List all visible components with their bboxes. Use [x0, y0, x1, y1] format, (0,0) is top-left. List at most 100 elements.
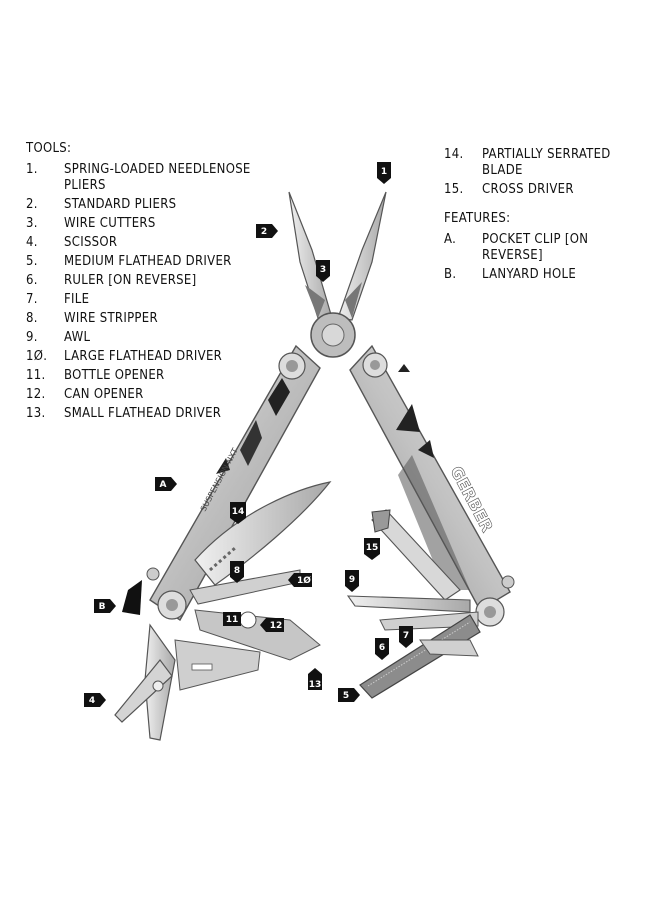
handle-cutout — [216, 458, 230, 474]
item-number: A. — [444, 232, 457, 247]
tools-list: TOOLS: 1. SPRING-LOADED NEEDLENOSE PLIERS… — [26, 141, 264, 425]
item-number: 2. — [26, 197, 38, 212]
list-item: 9. AWL — [26, 330, 264, 346]
svg-text:1: 1 — [381, 167, 387, 177]
item-number: 9. — [26, 330, 38, 345]
item-number: 1Ø. — [26, 349, 48, 364]
callout-tag-A: A — [155, 477, 177, 491]
item-label: SCISSOR — [64, 235, 118, 250]
svg-text:6: 6 — [379, 643, 385, 653]
callout-tag-12: 12 — [260, 618, 284, 632]
item-number: 14. — [444, 147, 464, 162]
list-item: 4. SCISSOR — [26, 235, 264, 251]
callout-tag-13: 13 — [308, 668, 322, 690]
list-item: 7. FILE — [26, 292, 264, 308]
callout-tag-8: 8 — [230, 561, 244, 583]
item-label: FILE — [64, 292, 90, 307]
item-number: 4. — [26, 235, 38, 250]
features-list: FEATURES: A. POCKET CLIP [ON REVERSE] B. L… — [444, 211, 632, 286]
item-label: RULER [ON REVERSE] — [64, 273, 197, 288]
item-label: SPRING-LOADED NEEDLENOSE PLIERS — [64, 162, 251, 193]
scissor — [114, 623, 176, 741]
item-number: 13. — [26, 406, 46, 421]
svg-text:4: 4 — [89, 696, 95, 706]
callout-tag-9: 9 — [345, 570, 359, 592]
tools-heading: TOOLS: — [26, 141, 72, 156]
item-number: 1. — [26, 162, 38, 177]
callout-tag-3: 3 — [316, 260, 330, 282]
item-label: WIRE CUTTERS — [64, 216, 156, 231]
list-item: A. POCKET CLIP [ON REVERSE] — [444, 232, 632, 264]
svg-text:3: 3 — [320, 265, 326, 275]
list-item: 1Ø. LARGE FLATHEAD DRIVER — [26, 349, 264, 365]
svg-text:14: 14 — [232, 507, 245, 517]
svg-text:2: 2 — [261, 227, 267, 237]
list-item: 14. PARTIALLY SERRATED BLADE — [444, 147, 632, 179]
item-label: CROSS DRIVER — [482, 182, 574, 197]
item-label: BOTTLE OPENER — [64, 368, 165, 383]
tools-list-continued: 14. PARTIALLY SERRATED BLADE 15. CROSS DRI… — [444, 147, 632, 201]
svg-text:A: A — [160, 480, 167, 490]
callout-tag-1: 1 — [377, 162, 391, 184]
list-item: 1. SPRING-LOADED NEEDLENOSE PLIERS — [26, 162, 264, 194]
item-number: 7. — [26, 292, 38, 307]
right-side-tools — [346, 509, 481, 699]
svg-text:11: 11 — [226, 615, 239, 625]
item-label: WIRE STRIPPER — [64, 311, 158, 326]
item-number: 3. — [26, 216, 38, 231]
callout-tag-10: 1Ø — [288, 573, 312, 587]
handle-cutout — [398, 364, 410, 372]
callout-tag-6: 6 — [375, 638, 389, 660]
list-item: 5. MEDIUM FLATHEAD DRIVER — [26, 254, 264, 270]
callout-tag-7: 7 — [399, 626, 413, 648]
callout-tag-4: 4 — [84, 693, 106, 707]
callout-tag-5: 5 — [338, 688, 360, 702]
item-number: 12. — [26, 387, 46, 402]
callout-tag-14: 14 — [230, 502, 246, 524]
list-item: 8. WIRE STRIPPER — [26, 311, 264, 327]
svg-text:1Ø: 1Ø — [297, 575, 311, 586]
svg-text:13: 13 — [309, 680, 322, 690]
item-label: POCKET CLIP [ON REVERSE] — [482, 232, 589, 263]
callout-tag-11: 11 — [223, 612, 241, 626]
item-label: CAN OPENER — [64, 387, 144, 402]
svg-text:B: B — [99, 602, 106, 612]
list-item: 6. RULER [ON REVERSE] — [26, 273, 264, 289]
item-label: MEDIUM FLATHEAD DRIVER — [64, 254, 232, 269]
callout-tag-2: 2 — [256, 224, 278, 238]
item-number: 5. — [26, 254, 38, 269]
svg-text:5: 5 — [343, 691, 349, 701]
item-label: PARTIALLY SERRATED BLADE — [482, 147, 611, 178]
item-number: 11. — [26, 368, 46, 383]
list-item: 11. BOTTLE OPENER — [26, 368, 264, 384]
item-label: LANYARD HOLE — [482, 267, 577, 282]
item-number: 6. — [26, 273, 38, 288]
item-number: 15. — [444, 182, 464, 197]
item-number: B. — [444, 267, 457, 282]
handle-cutout — [396, 404, 420, 432]
handle-cutout — [268, 378, 290, 416]
list-item: 12. CAN OPENER — [26, 387, 264, 403]
svg-text:9: 9 — [349, 575, 355, 585]
item-label: AWL — [64, 330, 91, 345]
item-label: SMALL FLATHEAD DRIVER — [64, 406, 222, 421]
handle-cutout — [240, 420, 262, 466]
handle-cutout — [418, 440, 434, 458]
svg-text:8: 8 — [234, 566, 240, 576]
lanyard-hole-detail — [122, 580, 142, 615]
callout-tag-15: 15 — [364, 538, 380, 560]
item-number: 8. — [26, 311, 38, 326]
item-label: STANDARD PLIERS — [64, 197, 177, 212]
list-item: 15. CROSS DRIVER — [444, 182, 632, 198]
list-item: B. LANYARD HOLE — [444, 267, 632, 283]
item-label: LARGE FLATHEAD DRIVER — [64, 349, 223, 364]
callout-tag-B: B — [94, 599, 116, 613]
list-item: 3. WIRE CUTTERS — [26, 216, 264, 232]
svg-text:7: 7 — [403, 631, 409, 641]
list-item: 13. SMALL FLATHEAD DRIVER — [26, 406, 264, 422]
needlenose-pliers-jaws — [288, 191, 387, 358]
svg-text:12: 12 — [270, 621, 283, 631]
svg-text:15: 15 — [366, 543, 379, 553]
features-heading: FEATURES: — [444, 211, 511, 226]
